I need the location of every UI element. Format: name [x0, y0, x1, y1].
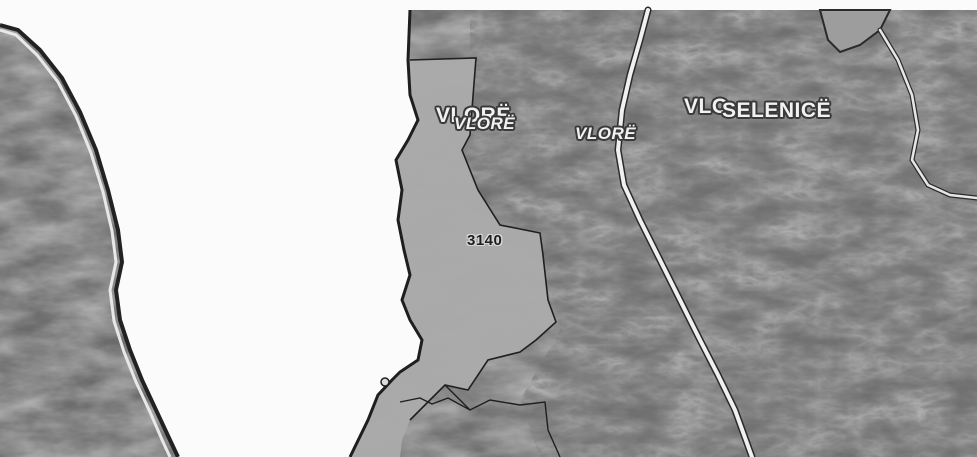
- zone-code-label: 3140: [467, 232, 503, 249]
- place-label-vlore-road: VLORË: [575, 124, 637, 143]
- coastal-point-marker: [380, 377, 390, 387]
- admin-boundary-inner: [399, 397, 561, 457]
- northeast-block: [818, 9, 892, 54]
- place-label-vlo: VLO: [684, 95, 729, 118]
- place-label-vlore-a: VLORË: [436, 104, 511, 127]
- admin-boundary-zone: [409, 57, 557, 421]
- western-coastline: [0, 23, 180, 457]
- place-label-vlore-b: VLORË: [454, 114, 516, 133]
- bay-coastline: [348, 9, 424, 457]
- place-label-selenice: SELENICË: [722, 99, 832, 122]
